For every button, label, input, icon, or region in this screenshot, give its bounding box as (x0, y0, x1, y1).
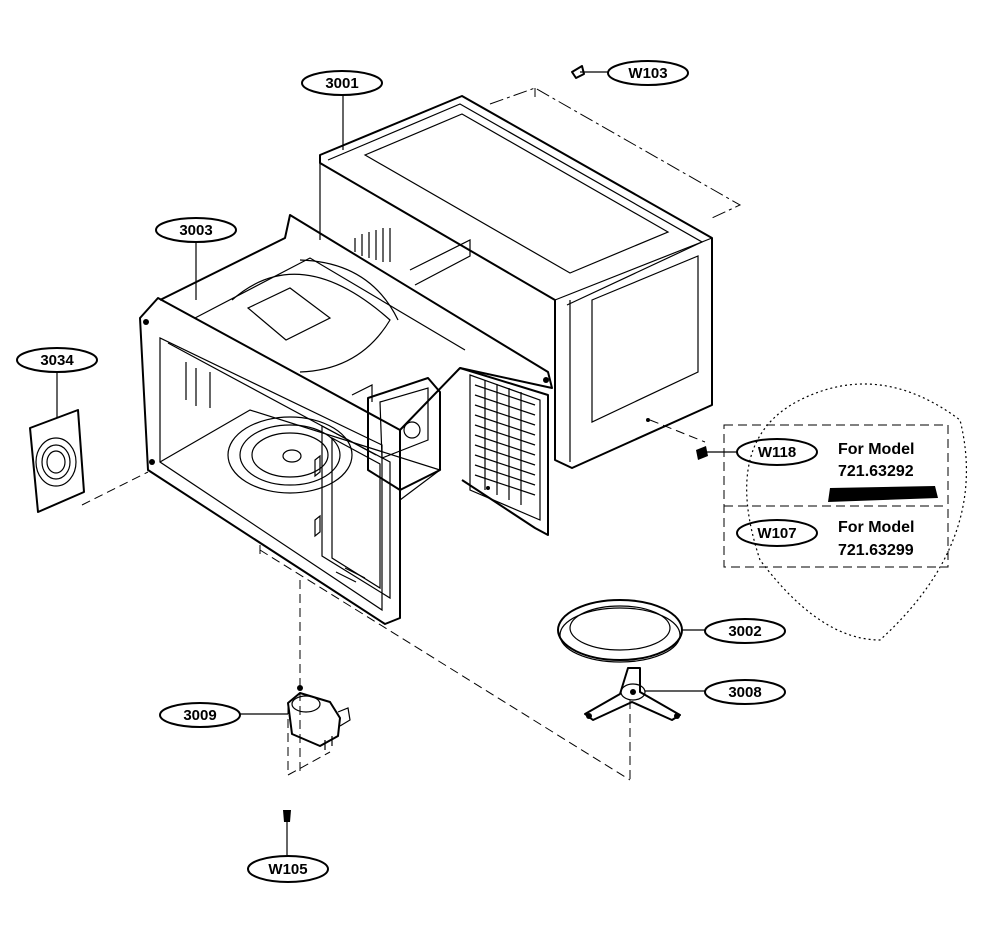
callout-w118: W118 (758, 444, 796, 461)
model-row2-line1: For Model (838, 519, 914, 536)
screw-w118 (696, 446, 738, 460)
callout-w107: W107 (757, 525, 796, 542)
callout-oval-w118 (736, 438, 818, 466)
callout-oval-w103 (607, 60, 689, 86)
callout-oval-3001 (301, 70, 383, 96)
callout-oval-w107 (736, 519, 818, 547)
callout-oval-3002 (704, 618, 786, 644)
callout-3003: 3003 (179, 222, 212, 239)
cabinet-3001 (319, 95, 713, 469)
screw-w105 (283, 810, 291, 855)
callout-3009: 3009 (183, 707, 216, 724)
callout-3034: 3034 (40, 352, 74, 369)
callout-oval-3034 (16, 347, 98, 373)
callout-oval-3003 (155, 217, 237, 243)
callout-3008: 3008 (728, 684, 761, 701)
turntable-motor-3009 (287, 685, 351, 750)
callout-w103: W103 (628, 65, 667, 82)
callout-oval-3008 (704, 679, 786, 705)
model-row1-line2: 721.63292 (838, 463, 914, 480)
callout-3001: 3001 (325, 75, 358, 92)
model-row1-line1: For Model (838, 441, 914, 458)
model-note-box: For Model 721.63292 For Model 721.63299 (723, 383, 967, 641)
roller-support-3008 (584, 667, 681, 721)
callout-w105: W105 (268, 861, 307, 878)
screw-w103 (571, 65, 608, 79)
callout-oval-3009 (159, 702, 241, 728)
callout-3002: 3002 (728, 623, 761, 640)
glass-tray-3002 (557, 599, 683, 663)
cavity-3003 (139, 214, 553, 625)
waveguide-cover-3034 (29, 409, 85, 513)
callout-oval-w105 (247, 855, 329, 883)
model-row2-line2: 721.63299 (838, 542, 914, 559)
